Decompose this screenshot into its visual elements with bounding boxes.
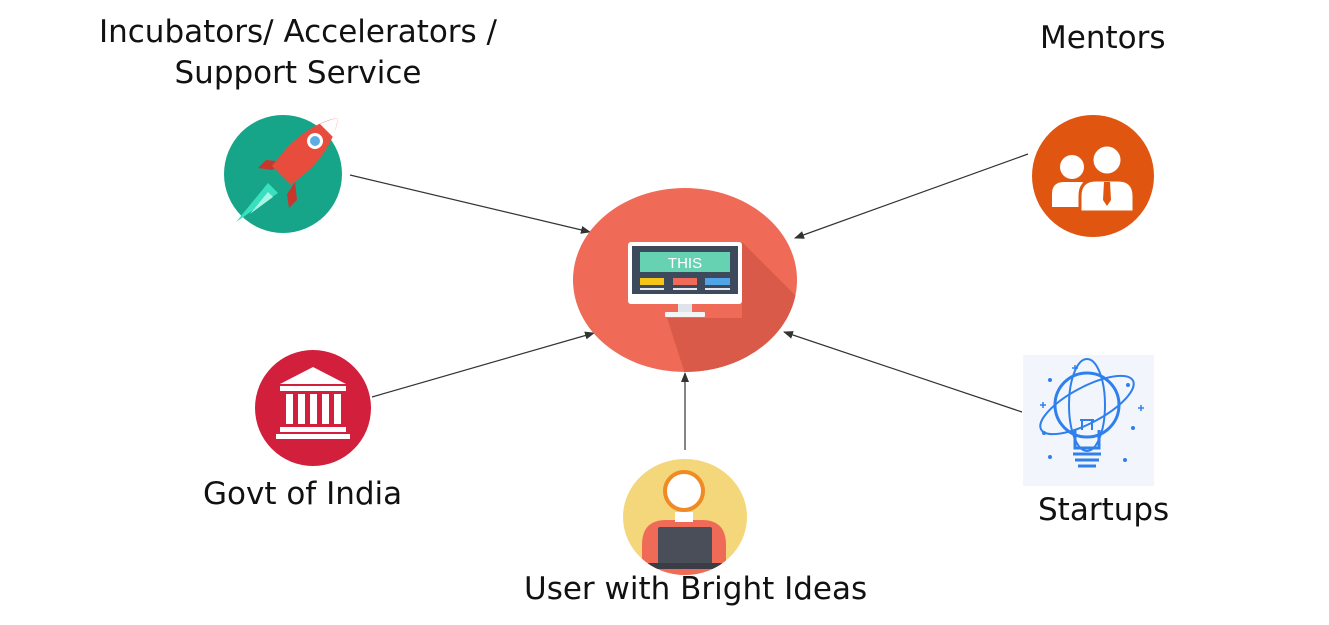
- startups-node: [1023, 355, 1154, 486]
- computer-monitor-icon: [628, 242, 742, 317]
- user-node: [623, 459, 747, 575]
- connector-arrows: [349, 153, 1029, 450]
- center-node: THIS: [573, 188, 797, 372]
- user-laptop-icon: [642, 470, 726, 575]
- rocket-icon: [236, 118, 338, 222]
- startups-label: Startups: [1038, 492, 1170, 528]
- govt-label: Govt of India: [203, 476, 403, 512]
- incubators-label: Incubators/ Accelerators / Support Servi…: [98, 14, 498, 91]
- arrow-incubators: [349, 174, 591, 234]
- lightbulb-atom-icon: [1039, 358, 1144, 468]
- government-building-icon: [276, 367, 350, 439]
- people-icon: [1052, 143, 1136, 214]
- arrow-startups: [783, 331, 1023, 413]
- center-screen-text: THIS: [668, 255, 702, 272]
- arrow-mentors: [794, 153, 1029, 239]
- arrow-govt: [371, 331, 595, 398]
- mentors-node: [1032, 115, 1154, 237]
- user-label: User with Bright Ideas: [524, 571, 868, 607]
- incubators-node: [224, 115, 342, 233]
- mentors-label: Mentors: [1040, 20, 1166, 56]
- govt-node: [255, 350, 371, 466]
